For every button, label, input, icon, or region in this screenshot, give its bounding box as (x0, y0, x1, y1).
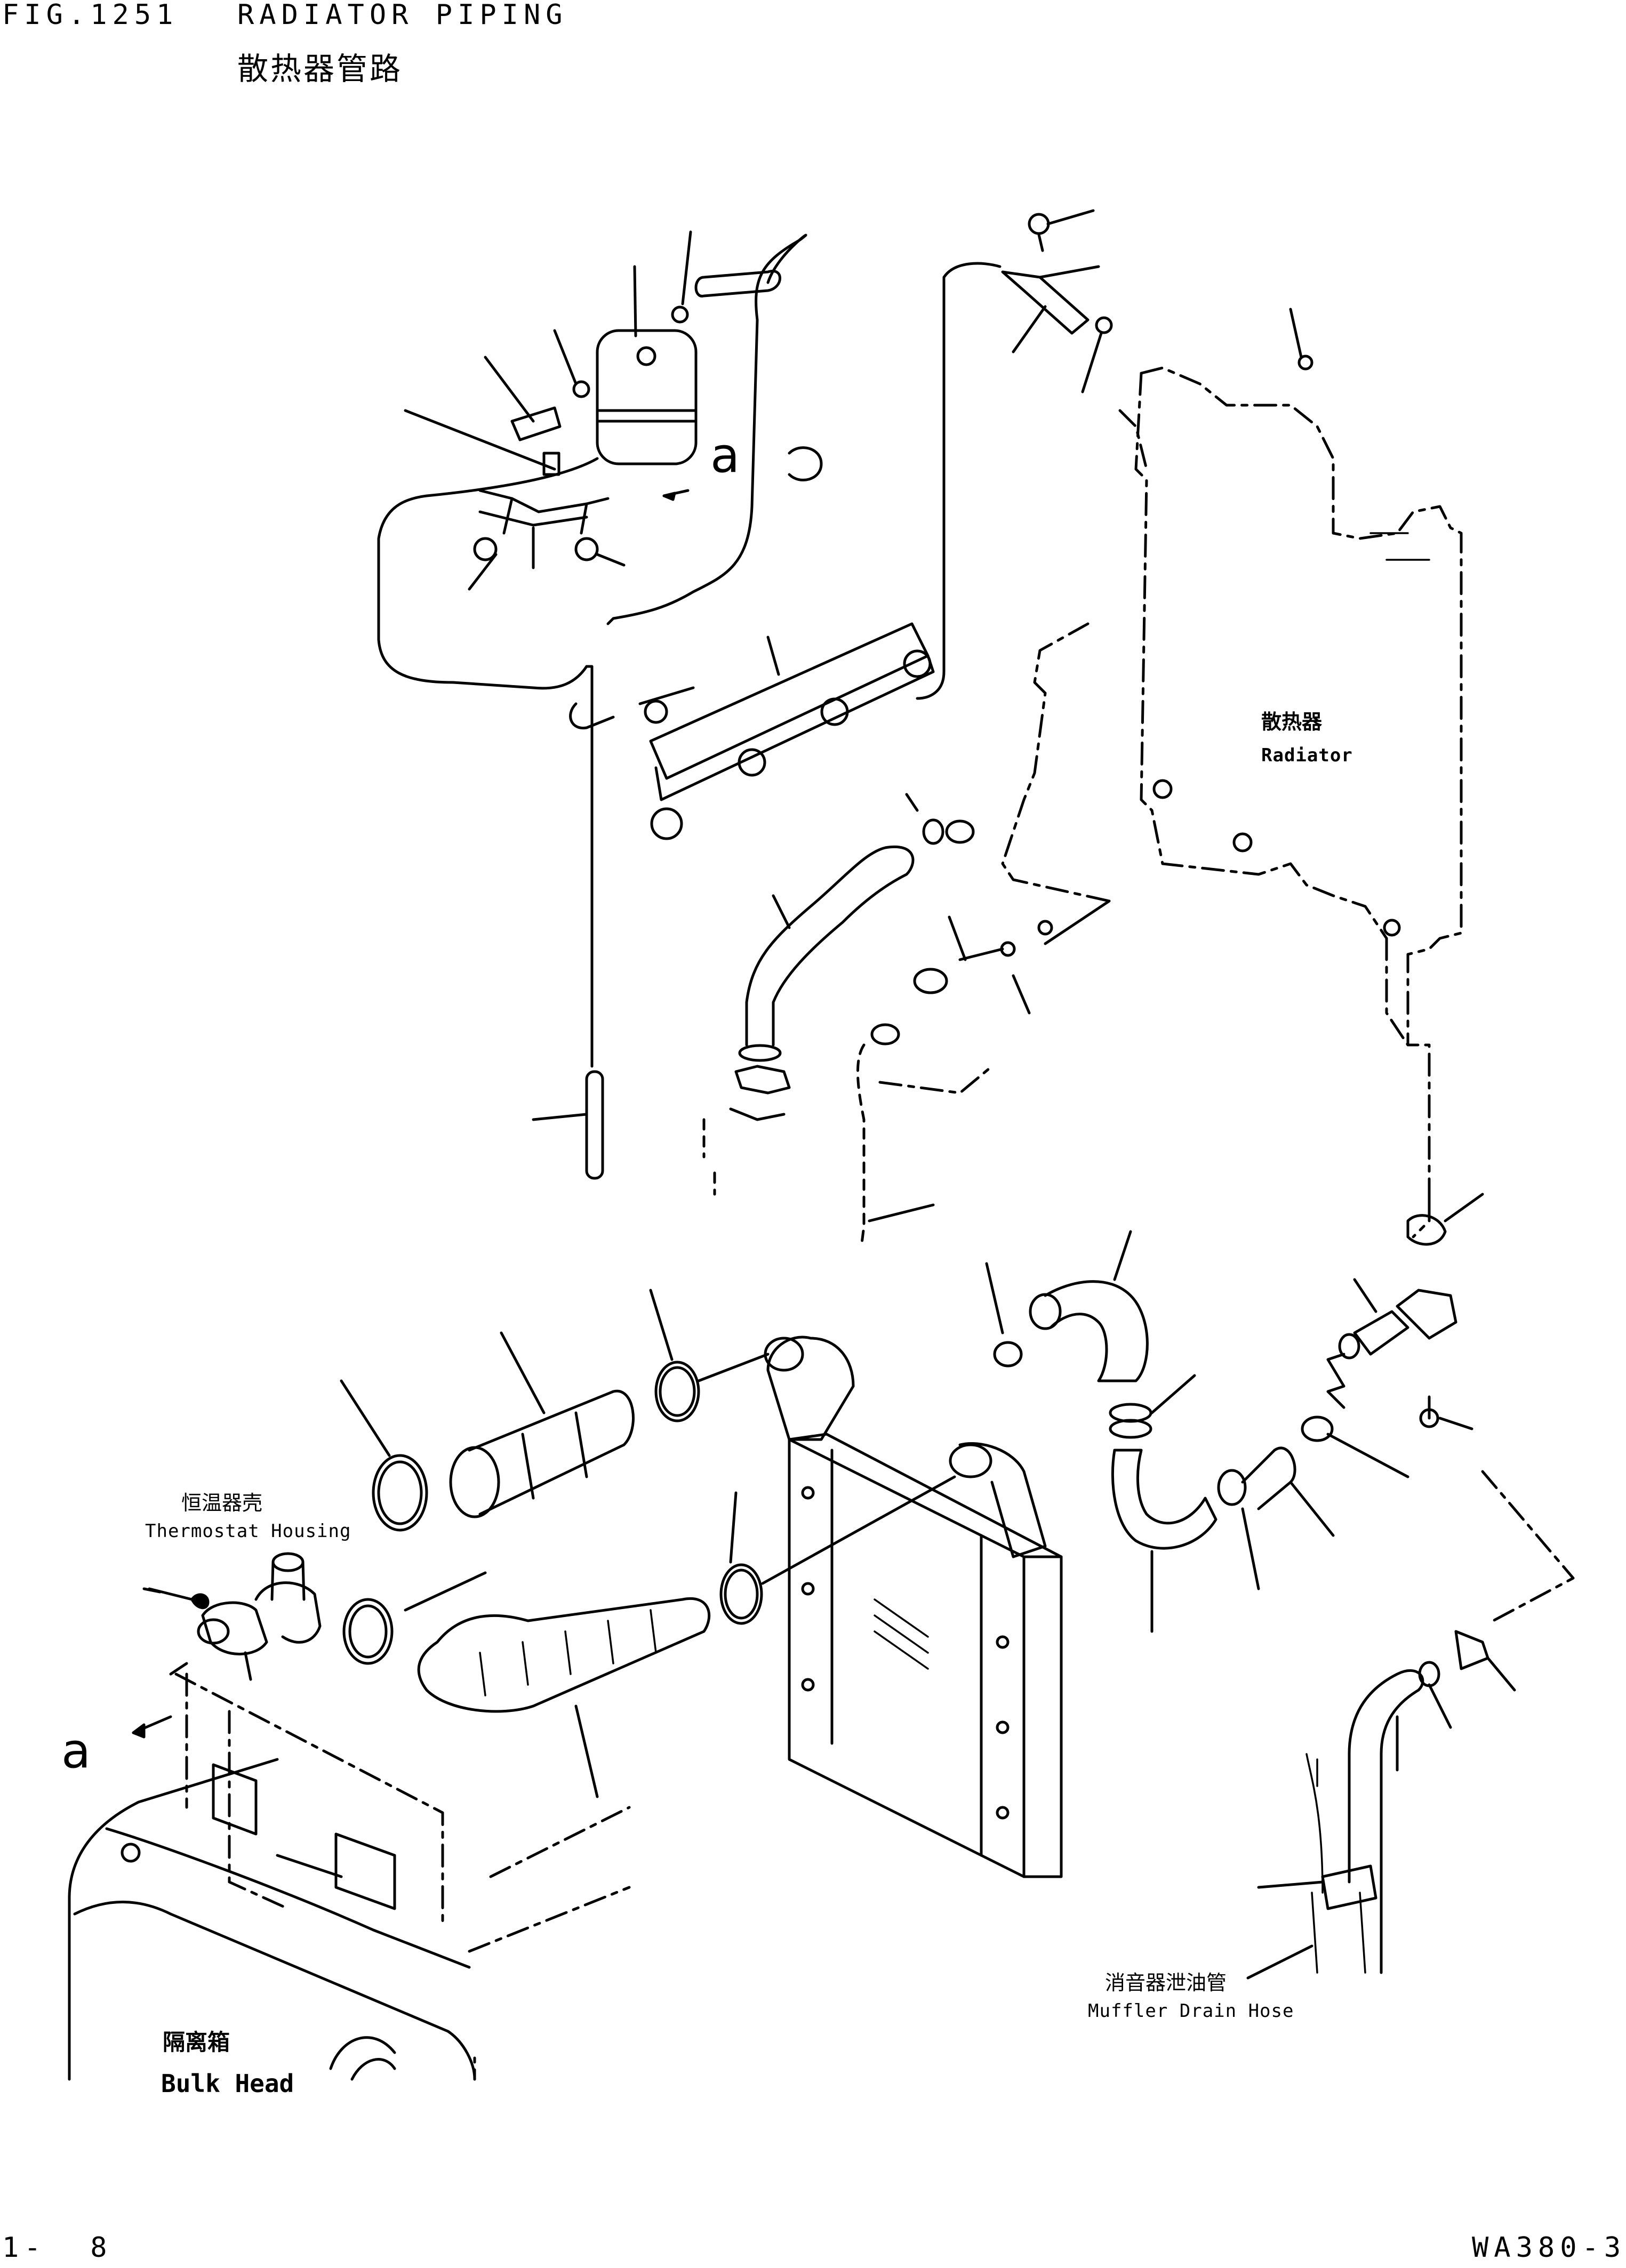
clip-bar (569, 622, 935, 840)
intercooler (764, 1336, 1063, 1878)
radiator-label-en: Radiator (1261, 745, 1353, 766)
thermostat-housing (142, 1552, 322, 1655)
reference-mark-upper: a (710, 428, 740, 484)
muffler-drain-hose (1246, 1661, 1452, 1980)
page-number: 1- 8 (2, 2232, 113, 2264)
radiator-label-cn: 散热器 (1261, 710, 1323, 734)
muffler-label-en: Muffler Drain Hose (1088, 2000, 1294, 2022)
reservoir-tank (596, 265, 698, 465)
muffler-label-cn: 消音器泄油管 (1105, 1971, 1227, 1994)
figure-number: FIG.1251 (2, 0, 179, 31)
lower-water-hoses (985, 1230, 1409, 1633)
drain-line-left (532, 899, 1111, 1249)
upper-water-hose (729, 793, 975, 1121)
thermostat-label-cn: 恒温器壳 (181, 1491, 263, 1515)
mounting-bracket-upper (468, 489, 626, 591)
figure-title-cn: 散热器管路 (237, 51, 403, 87)
water-pipe-fittings-right (1326, 1193, 1575, 1692)
overflow-tube-loop (377, 230, 823, 1068)
bulkhead-label-cn: 隔离箱 (163, 2029, 230, 2055)
bulk-head (68, 1651, 631, 2081)
thermostat-label-en: Thermostat Housing (145, 1521, 351, 1542)
radiator-core (1001, 366, 1463, 1238)
charge-air-hoses (340, 1289, 956, 1798)
bulkhead-label-en: Bulk Head (161, 2069, 294, 2098)
model-number: WA380-3 (1472, 2232, 1626, 2264)
reference-mark-lower: a (61, 1723, 91, 1779)
upper-hose-connector (916, 209, 1313, 700)
figure-title-en: RADIATOR PIPING (237, 0, 568, 31)
